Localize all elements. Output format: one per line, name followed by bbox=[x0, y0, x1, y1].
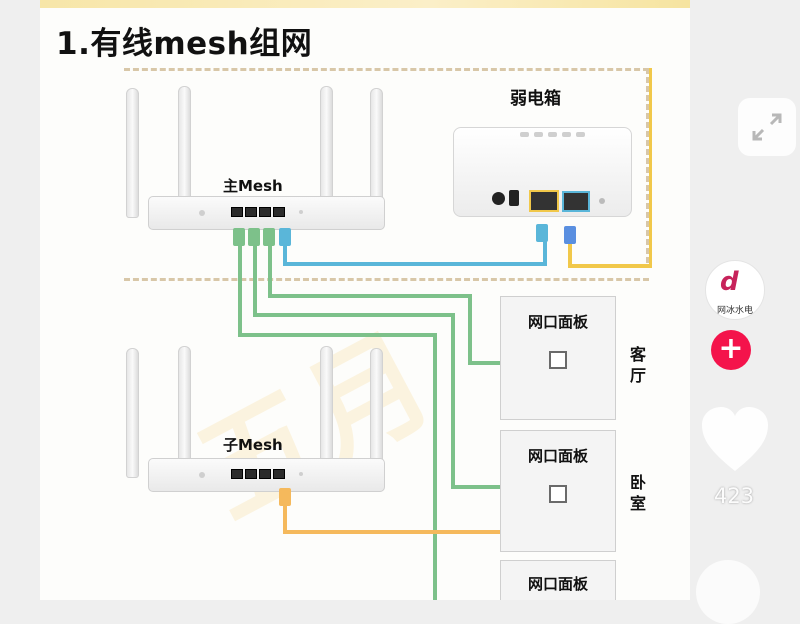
router-port bbox=[259, 207, 271, 217]
router-port bbox=[259, 469, 271, 479]
cable-yellow-box bbox=[568, 244, 649, 268]
box-power-jack bbox=[492, 192, 505, 205]
room-label-char: 厅 bbox=[629, 366, 646, 385]
main-mesh-label: 主Mesh bbox=[223, 177, 283, 195]
router-port bbox=[245, 207, 257, 217]
box-led bbox=[562, 132, 571, 137]
router-ports bbox=[231, 207, 285, 217]
router-port bbox=[231, 207, 243, 217]
panel-socket bbox=[549, 485, 567, 503]
plug-blue-box bbox=[536, 224, 548, 242]
author-avatar[interactable]: d 网冰水电 bbox=[705, 260, 765, 320]
room-label-bedroom: 卧 室 bbox=[629, 472, 647, 514]
router-port bbox=[273, 207, 285, 217]
box-button bbox=[509, 190, 519, 206]
panel-label: 网口面板 bbox=[527, 313, 588, 331]
plug-blue bbox=[279, 228, 291, 246]
box-led bbox=[576, 132, 585, 137]
box-indicator bbox=[599, 198, 605, 204]
room-label-char: 客 bbox=[629, 345, 646, 364]
follow-plus-icon[interactable]: + bbox=[711, 330, 751, 370]
more-icon[interactable] bbox=[696, 560, 760, 624]
box-port-blue bbox=[562, 191, 590, 212]
plug-green bbox=[248, 228, 260, 246]
router-body bbox=[148, 196, 385, 230]
like-button[interactable] bbox=[700, 405, 770, 481]
cable-green-2 bbox=[253, 246, 552, 489]
router-led bbox=[299, 210, 303, 214]
room-label-living: 客 厅 bbox=[629, 344, 647, 386]
box-led bbox=[534, 132, 543, 137]
box-label: 弱电箱 bbox=[510, 89, 561, 109]
dashed-divider-middle bbox=[124, 278, 649, 281]
panel-label: 网口面板 bbox=[527, 447, 588, 465]
yellow-cable-line bbox=[649, 68, 652, 268]
wall-panel-third: 网口面板 bbox=[500, 560, 616, 600]
cable-green-3 bbox=[268, 246, 500, 365]
panel-label: 网口面板 bbox=[527, 575, 588, 593]
box-port-yellow bbox=[529, 190, 559, 212]
cable-green-1 bbox=[238, 246, 437, 600]
expand-button[interactable] bbox=[738, 98, 796, 156]
top-banner-strip bbox=[40, 0, 690, 8]
wall-panel-bedroom: 网口面板 bbox=[500, 430, 616, 552]
plug-green bbox=[263, 228, 275, 246]
router-port bbox=[231, 469, 243, 479]
router-antenna bbox=[126, 88, 139, 218]
router-led bbox=[299, 472, 303, 476]
dashed-divider-right bbox=[646, 68, 649, 263]
router-antenna bbox=[126, 348, 139, 478]
panel-socket bbox=[549, 351, 567, 369]
cable-lines bbox=[238, 238, 649, 600]
sub-mesh-router bbox=[126, 346, 385, 492]
plug-blue-box-2 bbox=[564, 226, 576, 244]
dashed-divider-top bbox=[124, 68, 649, 71]
expand-icon bbox=[752, 113, 782, 141]
avatar-logo: d bbox=[720, 267, 739, 297]
box-led bbox=[520, 132, 529, 137]
router-port bbox=[273, 469, 285, 479]
router-ports bbox=[231, 469, 285, 479]
room-label-char: 卧 bbox=[629, 473, 646, 492]
router-led bbox=[199, 210, 205, 216]
router-led bbox=[199, 472, 205, 478]
sub-mesh-label: 子Mesh bbox=[223, 436, 283, 454]
router-port bbox=[245, 469, 257, 479]
main-mesh-router bbox=[126, 86, 385, 230]
router-body bbox=[148, 458, 385, 492]
cable-blue bbox=[283, 238, 547, 266]
plug-orange bbox=[279, 488, 291, 506]
like-count: 423 bbox=[713, 484, 755, 508]
avatar-account-name: 网冰水电 bbox=[716, 306, 753, 316]
weak-current-box bbox=[453, 127, 632, 217]
diagram-canvas: 1.有线mesh组网 五月 弱电箱 bbox=[40, 0, 690, 600]
heart-icon bbox=[702, 407, 768, 471]
room-label-char: 室 bbox=[629, 494, 646, 513]
diagram-title: 1.有线mesh组网 bbox=[56, 26, 313, 62]
box-led bbox=[548, 132, 557, 137]
wall-panel-living-room: 网口面板 bbox=[500, 296, 616, 420]
plug-green bbox=[233, 228, 245, 246]
